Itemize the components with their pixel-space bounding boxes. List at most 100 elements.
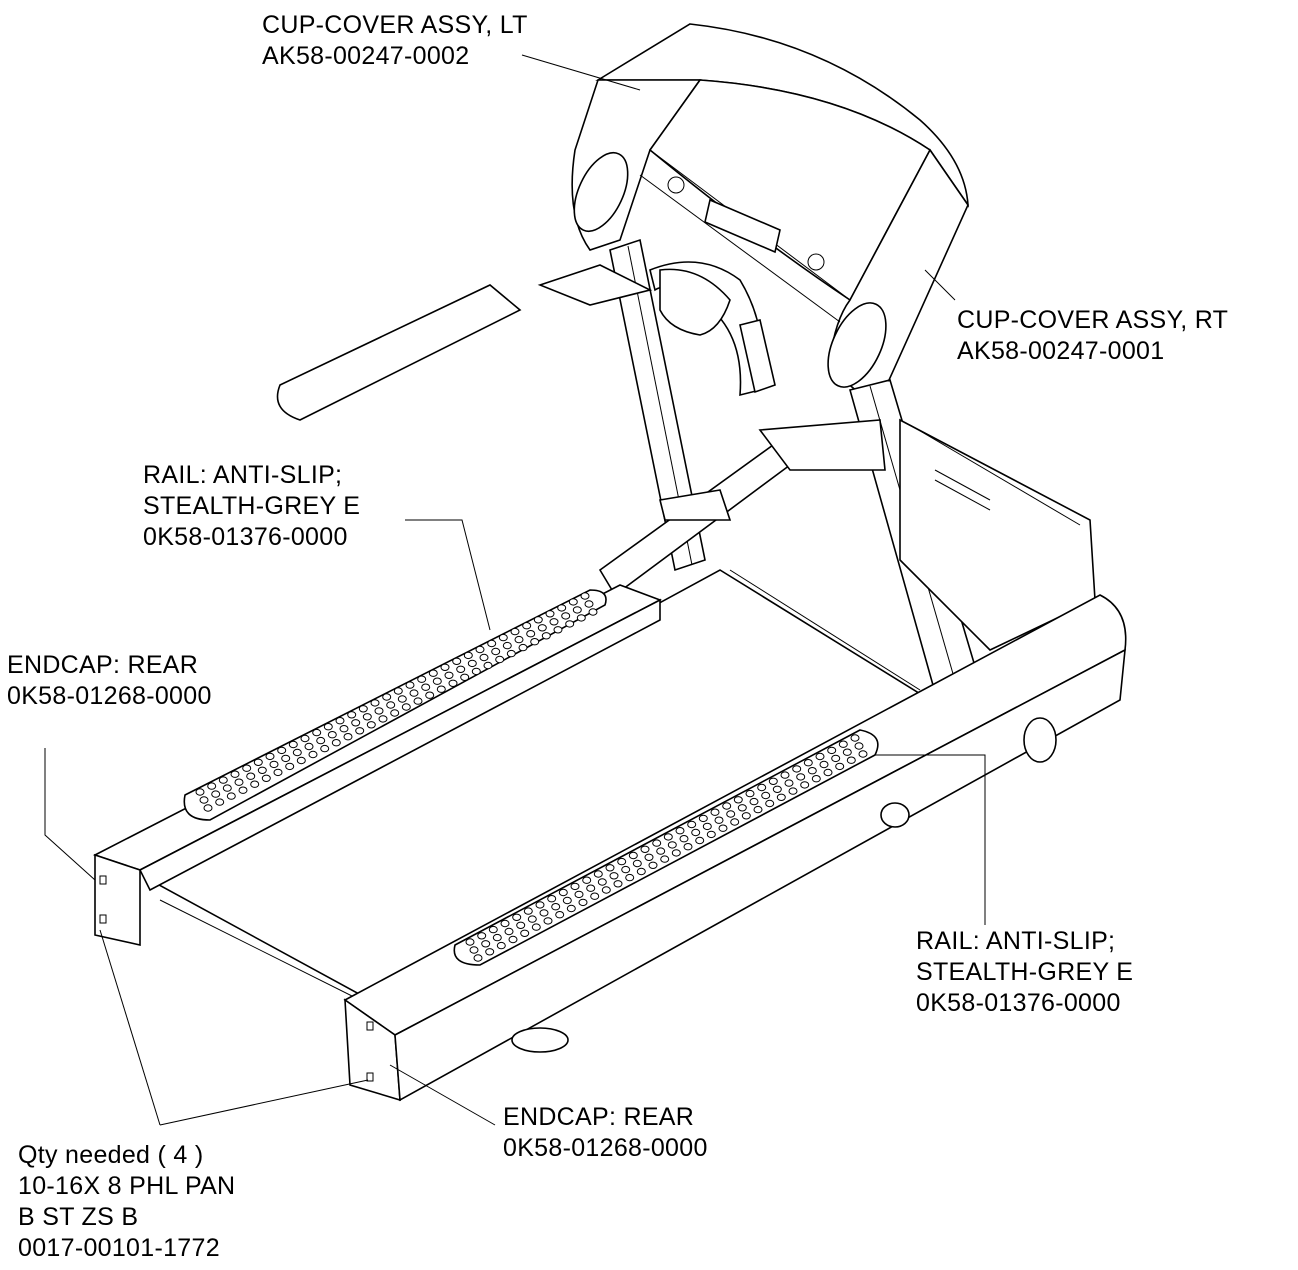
rail-hole — [230, 770, 240, 778]
rail-hole — [572, 606, 582, 614]
rail-left-part: 0K58-01376-0000 — [143, 523, 348, 551]
cup-holder-left — [573, 152, 629, 232]
rail-hole — [613, 880, 623, 888]
endcap-left-name: ENDCAP: REAR — [7, 651, 199, 679]
rail-hole — [510, 627, 520, 636]
rail-hole — [811, 775, 821, 783]
rail-hole — [508, 935, 518, 944]
rail-hole — [780, 771, 790, 779]
rail-hole — [757, 783, 767, 792]
rail-hole — [702, 822, 712, 831]
rail-hole — [492, 933, 502, 942]
rail-hole — [590, 892, 600, 900]
right-rail-holes — [465, 734, 868, 962]
rail-hole — [531, 923, 541, 931]
label-rail-left: RAIL: ANTI-SLIP; STEALTH-GREY E 0K58-013… — [143, 460, 360, 553]
left-handlebar — [276, 284, 522, 421]
rail-hole — [491, 647, 501, 656]
rail-hole — [815, 752, 825, 761]
rail-hole — [827, 746, 837, 755]
cup-left-name: CUP-COVER ASSY, LT — [262, 11, 528, 39]
rail-hole — [621, 865, 631, 874]
rail-hole — [257, 766, 267, 774]
rail-hole — [465, 938, 475, 946]
rail-hole — [226, 792, 236, 800]
rail-hole — [523, 907, 533, 915]
rail-hole — [483, 661, 493, 670]
rail-hole — [574, 890, 584, 899]
rail-hole — [331, 739, 341, 747]
rail-hole — [551, 903, 561, 911]
rail-hole — [496, 941, 506, 950]
rail-hole — [601, 886, 611, 894]
rail-hole — [506, 649, 516, 658]
rail-hole — [296, 756, 306, 765]
rail-hole — [498, 633, 508, 642]
rail-hole — [195, 788, 205, 796]
rail-hole — [527, 915, 537, 923]
rail-hole — [514, 635, 524, 644]
rail-hole — [304, 742, 314, 751]
rail-hole — [253, 758, 263, 766]
rail-hole — [479, 653, 489, 662]
rail-hole — [784, 779, 794, 787]
rail-hole — [846, 756, 856, 764]
rail-hole — [535, 901, 545, 909]
label-cup-cover-right: CUP-COVER ASSY, RT AK58-00247-0001 — [957, 305, 1228, 367]
endcap-right-name: ENDCAP: REAR — [503, 1103, 695, 1131]
rail-hole — [246, 772, 256, 780]
rail-hole — [543, 917, 553, 925]
left-endcap — [94, 853, 141, 946]
rail-hole — [854, 742, 864, 750]
leader-rail-right — [875, 754, 986, 925]
rail-hole — [803, 759, 813, 767]
rail-hole — [679, 835, 689, 843]
rail-hole — [609, 872, 619, 880]
rail-hole — [530, 638, 540, 646]
rail-hole — [358, 705, 368, 713]
rail-hole — [807, 767, 817, 775]
leader-rail-left — [405, 519, 491, 631]
rail-hole — [516, 921, 526, 929]
rail-hole — [281, 754, 291, 763]
rail-hole — [584, 600, 594, 608]
rail-hole — [469, 946, 479, 954]
leader-endcap-right — [389, 1064, 496, 1126]
feet — [511, 717, 1057, 1053]
rail-hole — [850, 734, 860, 742]
rail-hole — [597, 878, 607, 886]
rail-hole — [485, 948, 495, 956]
rail-hole — [772, 785, 782, 793]
rail-hole — [382, 693, 392, 701]
handlebars — [276, 261, 886, 597]
rail-hole — [698, 814, 708, 823]
rail-hole — [320, 744, 330, 753]
rail-hole — [718, 824, 728, 832]
rail-hole — [691, 828, 701, 837]
rail-hole — [452, 657, 462, 665]
rail-hole — [741, 812, 751, 820]
rail-hole — [858, 750, 868, 758]
rail-hole — [588, 608, 598, 616]
rail-hole — [440, 663, 450, 671]
rail-hole — [549, 618, 559, 626]
screws-line2: 10-16X 8 PHL PAN — [18, 1172, 236, 1200]
rail-hole — [565, 620, 575, 628]
rail-hole — [421, 683, 431, 691]
rail-hole — [448, 679, 458, 687]
cup-left-part: AK58-00247-0002 — [262, 42, 470, 70]
rail-hole — [343, 733, 353, 741]
rail-hole — [504, 927, 514, 936]
rail-hole — [823, 768, 833, 777]
label-screws: Qty needed ( 4 ) 10-16X 8 PHL PAN B ST Z… — [18, 1140, 235, 1264]
rail-hole — [374, 707, 384, 715]
rail-hole — [561, 612, 571, 620]
rail-hole — [471, 667, 481, 676]
rail-hole — [733, 796, 743, 804]
rail-hole — [269, 760, 279, 769]
left-rail — [92, 584, 662, 946]
rail-hole — [522, 622, 532, 630]
rail-hole — [316, 736, 326, 745]
rail-hole — [405, 681, 415, 689]
